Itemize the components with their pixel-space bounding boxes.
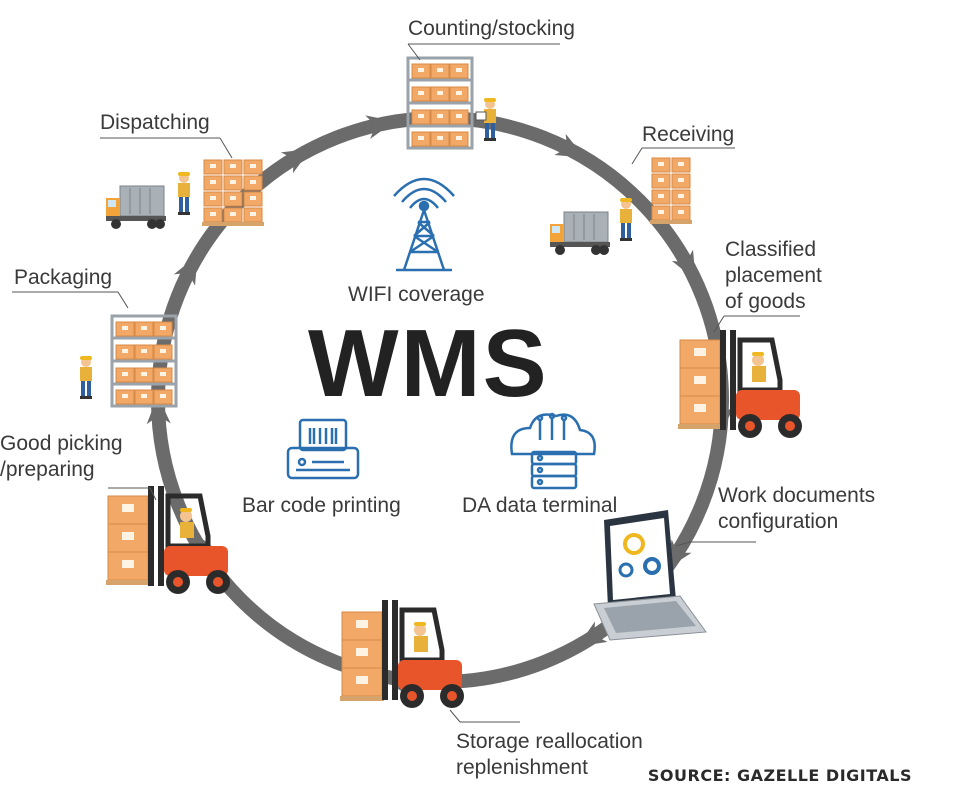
barcode-printer-icon (286, 418, 360, 480)
cycle-arrow (280, 148, 312, 174)
label-classified-placement: Classified placement of goods (725, 237, 822, 315)
label-line: Storage reallocation (456, 730, 643, 753)
label-line: of goods (725, 290, 806, 313)
wms-title: WMS (308, 310, 549, 417)
receiving-leader-tick (631, 147, 643, 165)
label-counting-stocking: Counting/stocking (408, 16, 575, 42)
label-storage-reallocation: Storage reallocation replenishment (456, 729, 643, 781)
label-line: Work documents (718, 484, 876, 507)
packaging-leader-tick (117, 291, 129, 309)
label-line: Good picking (0, 432, 123, 455)
counting-leader-tick (407, 43, 421, 61)
label-line: /preparing (0, 458, 95, 481)
cycle-arrow (146, 395, 171, 425)
label-work-documents: Work documents configuration (718, 483, 875, 535)
picking-leader-tick (149, 487, 157, 501)
data-terminal-icon (510, 412, 596, 490)
label-line: Dispatching (100, 111, 210, 134)
label-line: placement (725, 264, 822, 287)
label-packaging: Packaging (14, 265, 112, 291)
cycle-arrow (577, 621, 608, 647)
classified-leader-tick (713, 315, 725, 333)
label-dispatching: Dispatching (100, 110, 210, 136)
laptop-icon (593, 510, 707, 641)
classified-placement-illustration (677, 330, 802, 438)
label-good-picking: Good picking /preparing (0, 431, 123, 483)
source-credit: SOURCE: GAZELLE DIGITALS (647, 766, 912, 785)
dispatching-leader-tick (219, 137, 233, 159)
label-line: Classified (725, 238, 817, 261)
cycle-arrow (365, 115, 396, 139)
packaging-illustration (80, 316, 176, 406)
wifi-coverage-label: WIFI coverage (348, 283, 485, 306)
wifi-tower-icon (393, 177, 455, 272)
label-line: Receiving (642, 123, 735, 146)
cycle-arrow (173, 255, 198, 286)
counting-stocking-illustration (408, 58, 496, 148)
cycle-arrow (554, 133, 585, 158)
dispatching-illustration (105, 159, 264, 230)
label-receiving: Receiving (642, 122, 734, 148)
receiving-illustration (549, 157, 692, 256)
cycle-arrow (671, 249, 696, 280)
good-picking-illustration (105, 486, 230, 594)
barcode-printing-label: Bar code printing (242, 494, 401, 517)
storage-reallocation-illustration (339, 600, 464, 708)
label-line: Counting/stocking (408, 17, 575, 40)
data-terminal-label: DA data terminal (462, 494, 618, 517)
label-line: Packaging (14, 266, 113, 289)
label-line: configuration (718, 510, 839, 533)
label-line: replenishment (456, 756, 588, 779)
workdocs-leader-tick (675, 541, 691, 547)
storage-leader-tick (449, 709, 461, 723)
